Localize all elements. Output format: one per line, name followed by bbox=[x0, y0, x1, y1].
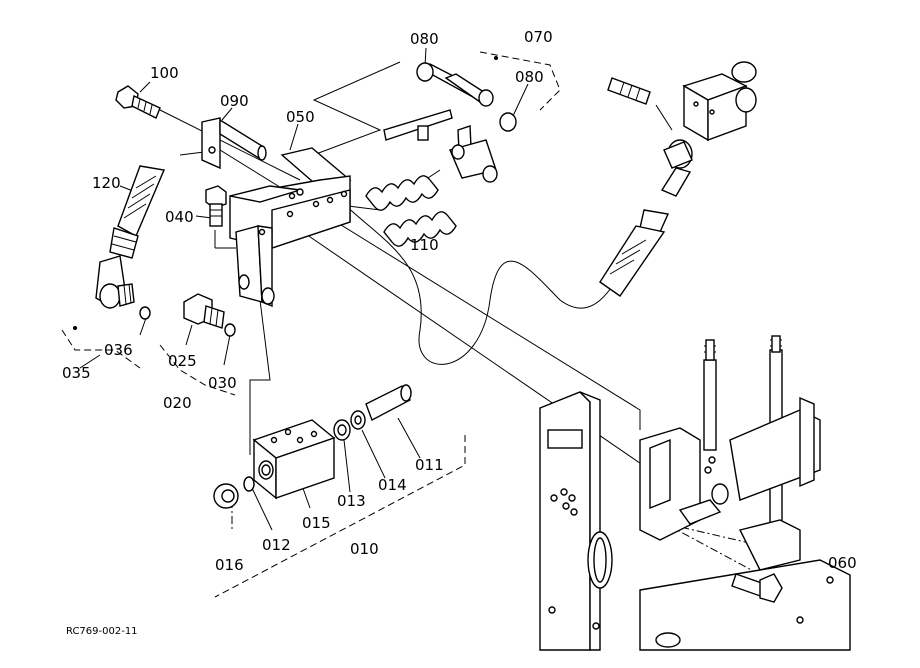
frame-assembly bbox=[539, 335, 851, 651]
label-013: 013 bbox=[337, 492, 366, 510]
part-050-main-bracket bbox=[229, 147, 352, 308]
drawing-code: RC769-002-11 bbox=[66, 626, 138, 637]
part-070-shaft-assembly bbox=[383, 62, 517, 183]
part-036-o-ring bbox=[139, 306, 151, 320]
label-012: 012 bbox=[262, 536, 291, 554]
part-016-plug bbox=[213, 483, 239, 509]
part-100-bolt bbox=[115, 85, 161, 119]
label-036: 036 bbox=[104, 341, 133, 359]
label-016: 016 bbox=[215, 556, 244, 574]
label-015: 015 bbox=[302, 514, 331, 532]
part-035-elbow-fitting bbox=[73, 255, 135, 330]
part-110-springs bbox=[365, 175, 457, 247]
label-120: 120 bbox=[92, 174, 121, 192]
label-060: 060 bbox=[828, 554, 857, 572]
label-050: 050 bbox=[286, 108, 315, 126]
upper-right-valve bbox=[607, 61, 757, 142]
label-080-top: 080 bbox=[410, 30, 439, 48]
marker-dot bbox=[494, 56, 498, 60]
part-120-cable-end bbox=[109, 165, 165, 259]
part-090-pin-bracket bbox=[201, 117, 267, 170]
part-number-labels: 100 090 050 080 070 080 120 040 110 035 … bbox=[62, 28, 857, 637]
label-100: 100 bbox=[150, 64, 179, 82]
label-090: 090 bbox=[220, 92, 249, 110]
part-030-o-ring bbox=[224, 323, 236, 337]
label-070: 070 bbox=[524, 28, 553, 46]
label-011: 011 bbox=[415, 456, 444, 474]
part-014-washer bbox=[350, 410, 366, 430]
flexible-cable bbox=[339, 199, 641, 365]
label-080-right: 080 bbox=[515, 68, 544, 86]
label-035: 035 bbox=[62, 364, 91, 382]
part-013-seal bbox=[333, 419, 351, 441]
label-014: 014 bbox=[378, 476, 407, 494]
label-040: 040 bbox=[165, 208, 194, 226]
part-025-adapter bbox=[183, 293, 225, 329]
part-011-spool bbox=[365, 384, 412, 421]
label-030: 030 bbox=[208, 374, 237, 392]
part-040-bolt bbox=[205, 185, 227, 227]
part-012-washer bbox=[243, 476, 255, 492]
label-020: 020 bbox=[163, 394, 192, 412]
part-015-valve-block bbox=[252, 419, 336, 500]
label-010: 010 bbox=[350, 540, 379, 558]
label-025: 025 bbox=[168, 352, 197, 370]
label-110: 110 bbox=[410, 236, 439, 254]
upper-right-cable-fittings bbox=[599, 139, 693, 297]
